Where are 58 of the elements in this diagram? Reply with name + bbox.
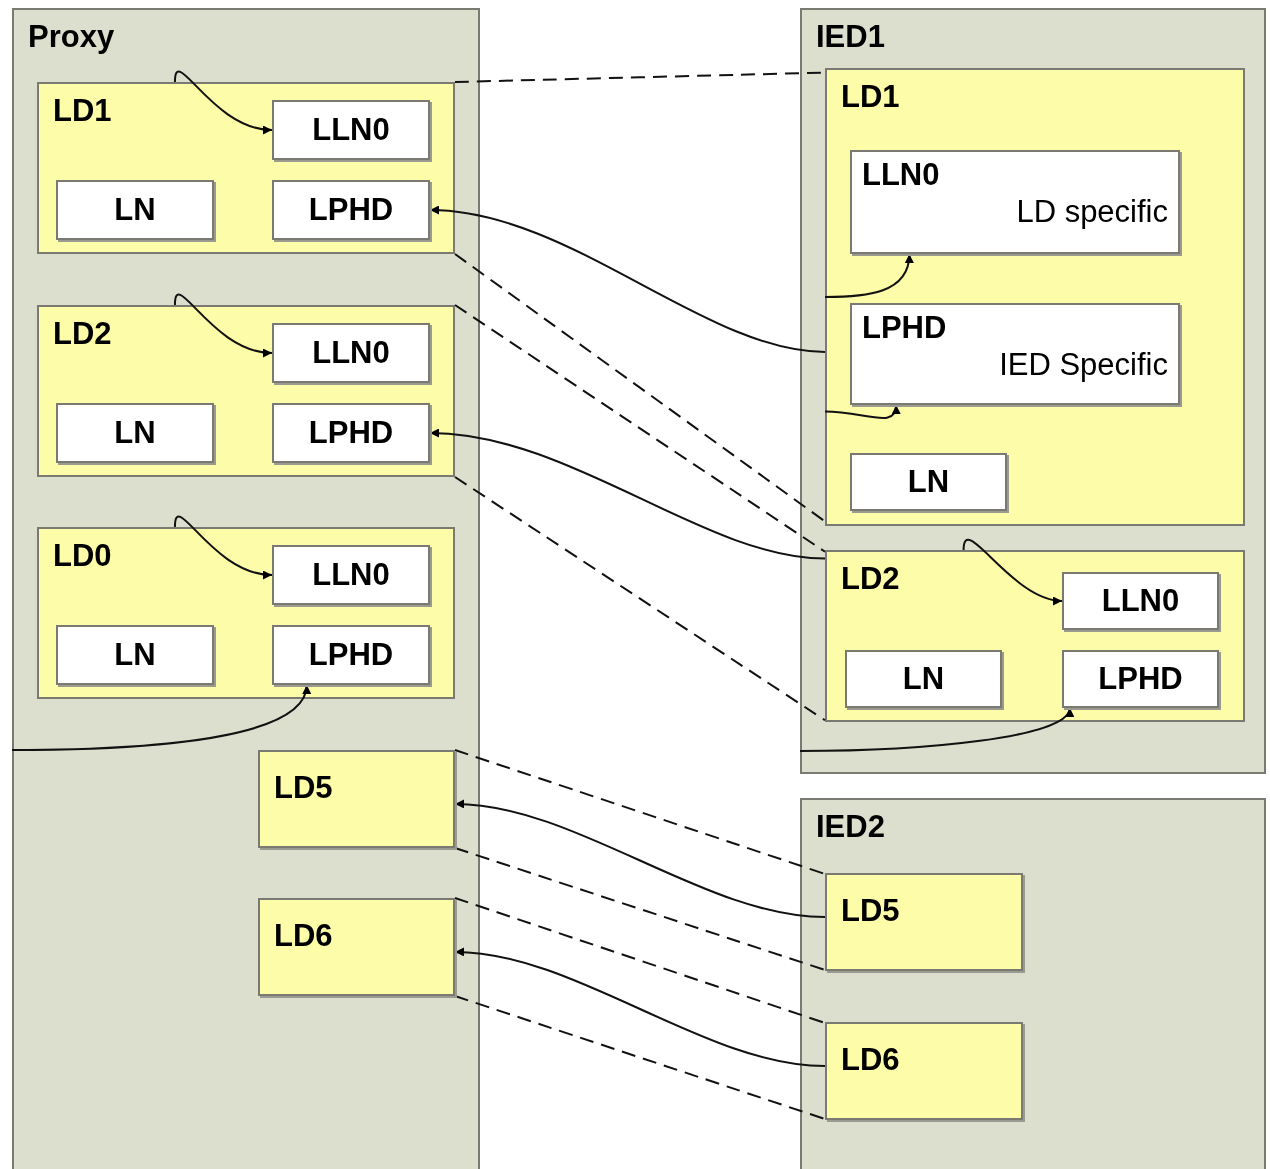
arrow [429,429,826,560]
logical-node-box: LPHD [272,403,430,463]
panel-title: LD0 [53,539,112,574]
logical-device-box: LD6 [258,898,455,996]
panel-title: IED1 [816,20,885,55]
dashed-line [454,253,826,523]
logical-node-box: LPHD [1062,650,1219,708]
arrow [173,515,273,579]
arrow [429,206,826,353]
dashed-line [454,995,826,1120]
arrow [962,538,1063,605]
arrow [454,800,826,919]
dashed-line [454,749,826,875]
dashed-line [454,476,826,722]
panel-title: IED2 [816,810,885,845]
device-panel [800,798,1266,1169]
arrow [824,404,900,420]
logical-node-box: LPHD [272,625,430,685]
arrow [11,684,310,751]
dashed-line [454,897,826,1024]
logical-node-box: LN [845,650,1002,708]
arrow [824,253,913,298]
dashed-line [454,847,826,971]
logical-node-box [850,303,1180,405]
logical-device-panel [825,550,1245,722]
logical-device-box: LD6 [825,1022,1023,1120]
logical-device-panel [37,527,455,699]
logical-node-box: LLN0 [272,323,430,383]
arrow [799,707,1071,752]
logical-device-panel [825,68,1245,526]
logical-device-box: LD5 [825,873,1023,971]
logical-node-box: LN [56,180,214,240]
logical-node-box: LLN0 [1062,572,1219,630]
panel-title: LD2 [53,317,112,352]
dashed-line [454,304,826,553]
logical-device-panel [37,82,455,254]
logical-node-box: LLN0 [272,545,430,605]
logical-node-box: LN [56,403,214,463]
panel-title: LD1 [841,80,900,115]
logical-node-box: LPHD [272,180,430,240]
device-panel [800,8,1266,774]
logical-node-box: LLN0 [272,100,430,160]
arrow [173,70,273,134]
panel-title: LD2 [841,562,900,597]
node-description: LD specific [1015,193,1168,231]
logical-device-box: LD5 [258,750,455,848]
device-panel [12,8,480,1169]
logical-node-box: LN [56,625,214,685]
logical-device-panel [37,305,455,477]
arrow [173,293,273,357]
node-title: LPHD [862,309,948,347]
arrow [454,948,826,1068]
node-title: LLN0 [862,156,941,194]
node-description: IED Specific [998,346,1168,384]
logical-node-box: LN [850,453,1007,511]
logical-node-box [850,150,1180,254]
panel-title: Proxy [28,20,115,55]
panel-title: LD1 [53,94,112,129]
